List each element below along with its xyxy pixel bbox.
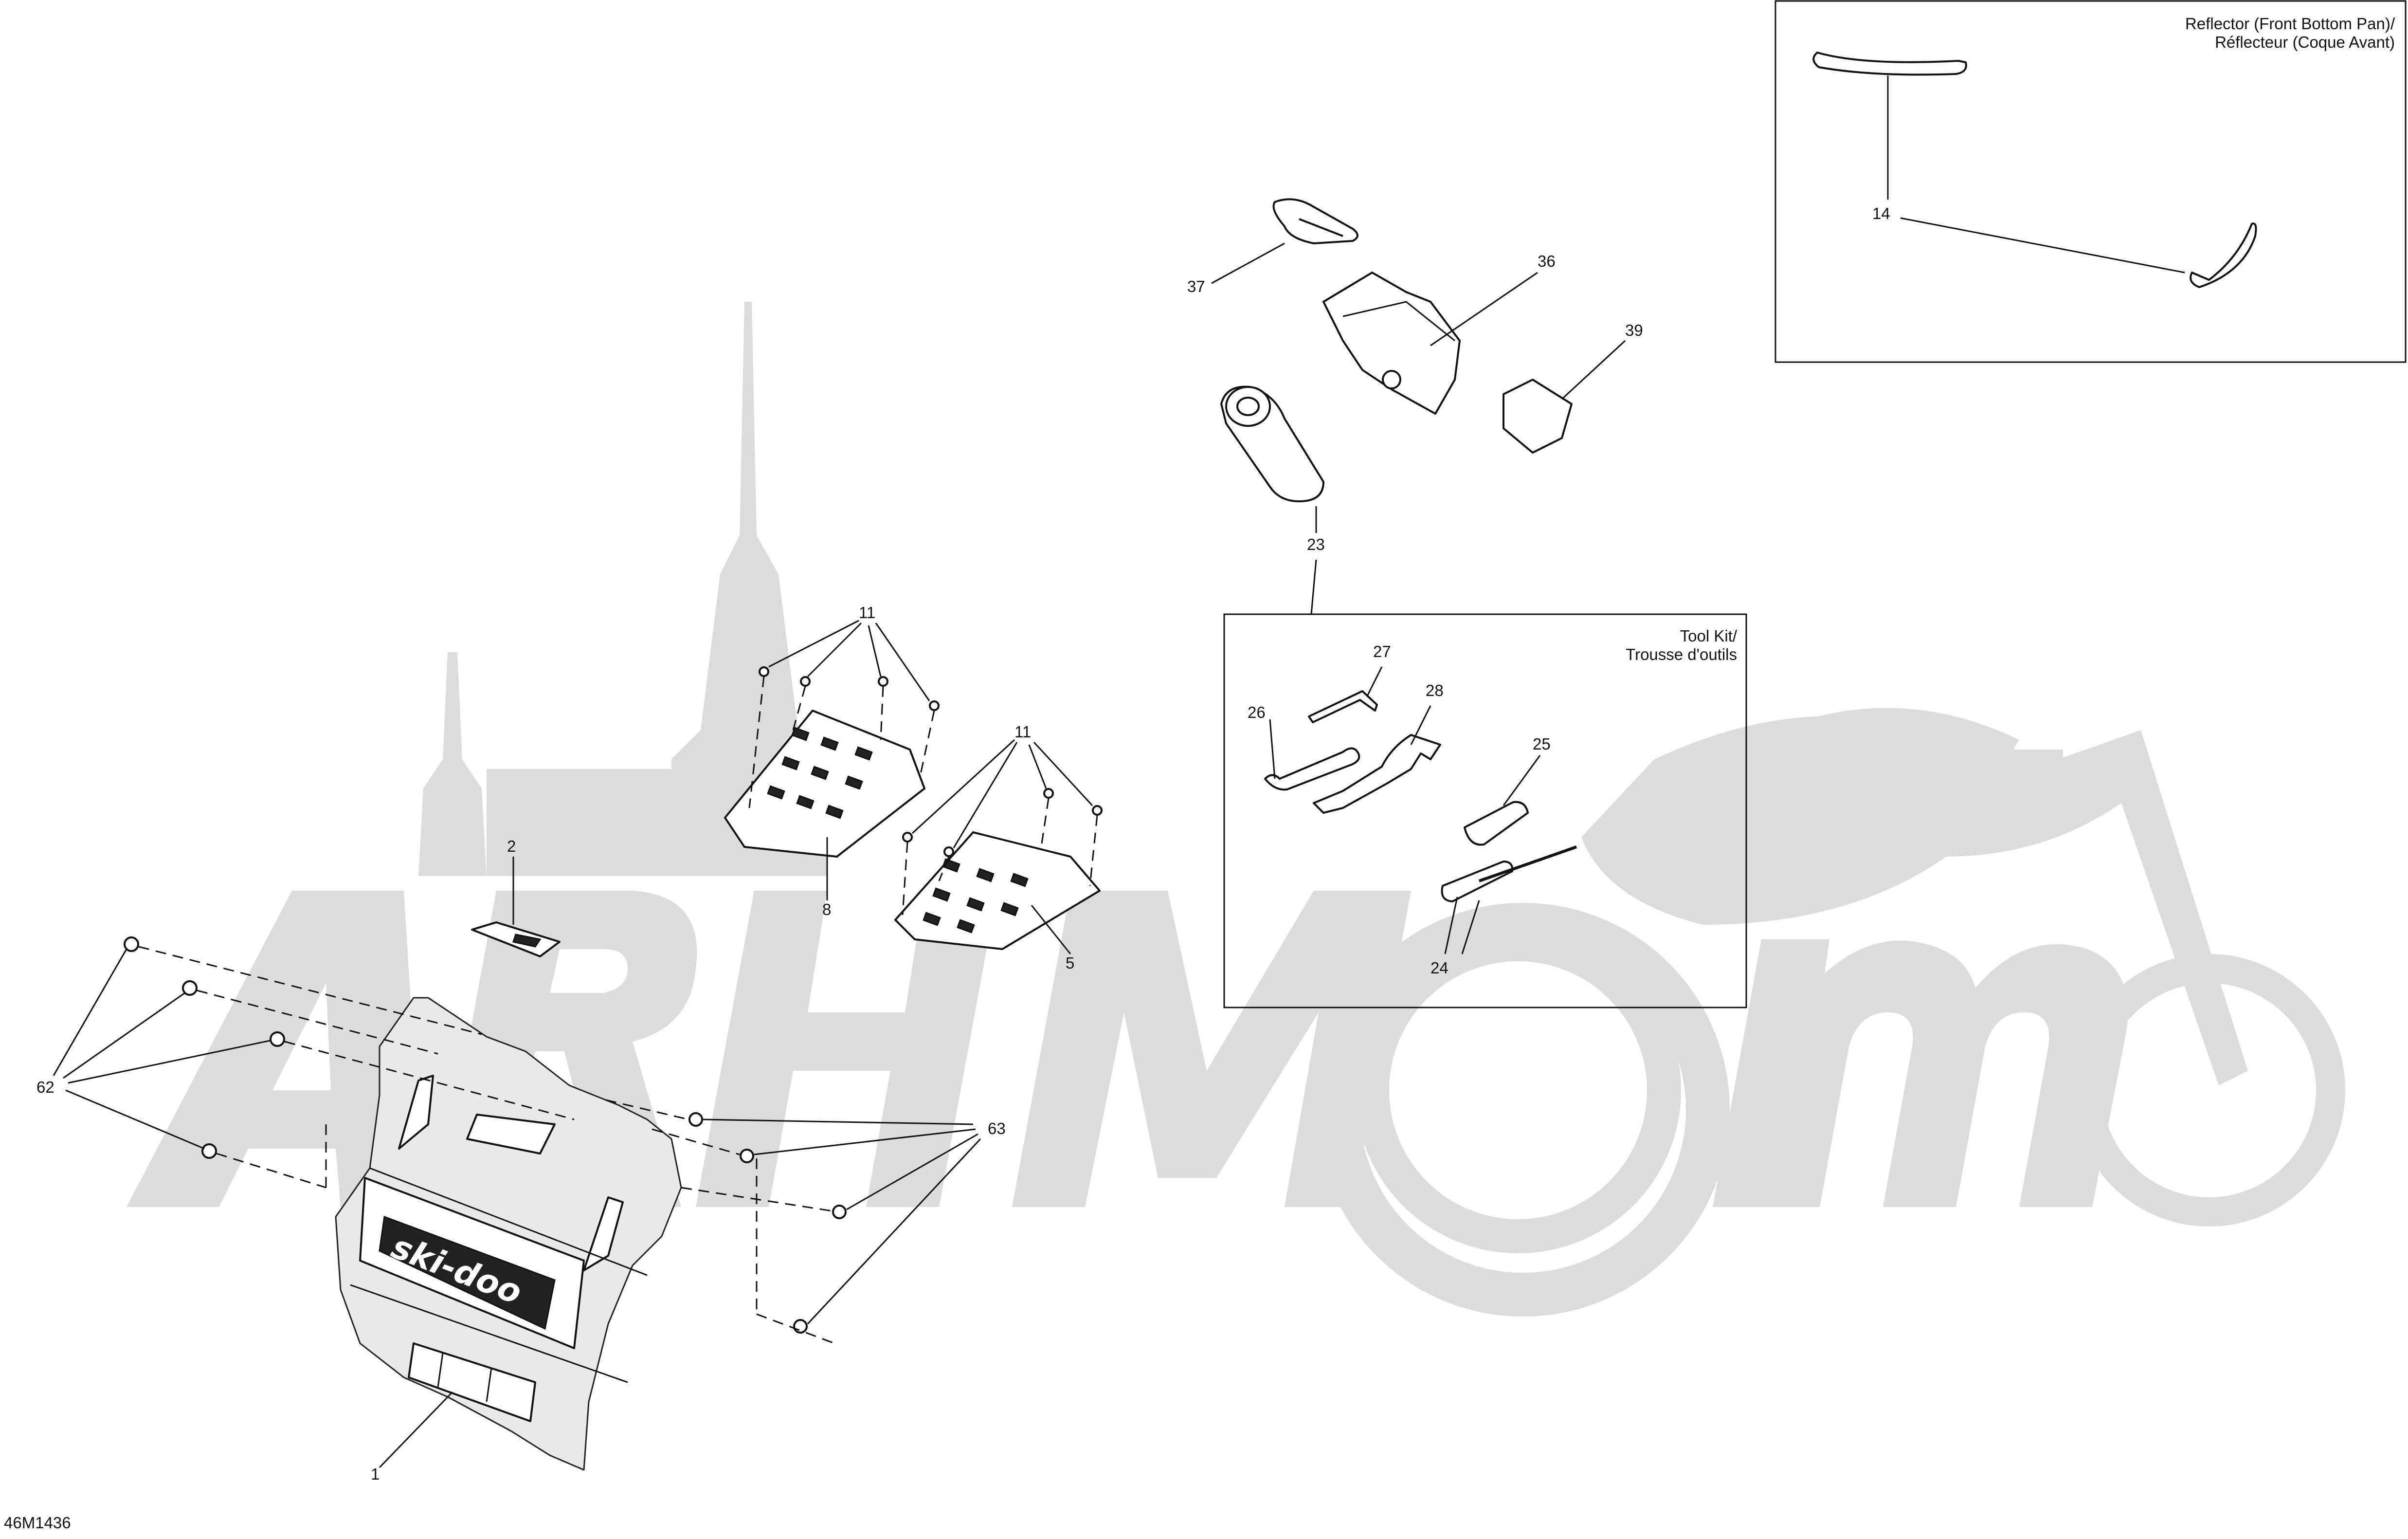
- step-plate-8: [724, 710, 925, 858]
- callout-36: 36: [1538, 252, 1556, 270]
- callout-5: 5: [1066, 954, 1074, 972]
- callout-26: 26: [1248, 703, 1266, 721]
- tool-kit-box-frame: [1223, 613, 1747, 1008]
- front-bottom-pan: 2 ski-doo 1: [335, 837, 682, 1483]
- reflector-strip-top: [1812, 52, 1967, 76]
- callout-24: 24: [1430, 959, 1448, 977]
- callout-14: 14: [1872, 204, 1890, 222]
- reflector-box-frame: [1774, 0, 2407, 363]
- label-sheet-39: [1503, 379, 1573, 454]
- fastener-62a: [124, 936, 139, 952]
- fastener-63b: [740, 1149, 754, 1163]
- reflector-strip-bottom: [2190, 222, 2257, 288]
- fastener-62c: [270, 1031, 285, 1047]
- step-plate-5: [894, 831, 1101, 950]
- callout-11-upper: 11: [859, 604, 875, 622]
- callout-63: 63: [988, 1119, 1006, 1137]
- watermark: [127, 302, 2345, 1317]
- screws-11-upper: 11: [748, 604, 940, 808]
- hex-key-27: [1308, 690, 1378, 723]
- reflector-title-line1: Reflector (Front Bottom Pan)/: [2185, 15, 2395, 33]
- callout-8: 8: [822, 900, 831, 918]
- callout-37: 37: [1187, 277, 1205, 295]
- tool-kit-inset: Tool Kit/ Trousse d'outils 27 26 28 25 2…: [1223, 613, 1747, 1008]
- reflector-inset: Reflector (Front Bottom Pan)/ Réflecteur…: [1774, 0, 2407, 363]
- fastener-63d: [793, 1319, 808, 1334]
- socket-25: [1464, 801, 1529, 846]
- callout-62: 62: [36, 1078, 54, 1096]
- screws-11-lower: 11: [902, 723, 1103, 916]
- callout-28: 28: [1426, 681, 1444, 699]
- callout-11-lower: 11: [1014, 723, 1031, 741]
- plate-5-slots: [923, 858, 1029, 934]
- fastener-63a: [688, 1112, 703, 1127]
- tool-kit-title-line1: Tool Kit/: [1680, 627, 1738, 645]
- screwdriver-handle-24: [1441, 861, 1514, 902]
- fasteners-62: 62: [36, 936, 575, 1189]
- callout-23: 23: [1307, 535, 1325, 553]
- callout-39: 39: [1625, 321, 1643, 339]
- wrench-26: [1264, 747, 1360, 791]
- callout-1: 1: [371, 1465, 380, 1483]
- callout-2: 2: [507, 837, 516, 855]
- fastener-62b: [182, 980, 198, 996]
- callout-25: 25: [1533, 735, 1551, 753]
- callout-27: 27: [1373, 642, 1391, 660]
- fastener-63c: [832, 1205, 847, 1219]
- fasteners-63: 63: [605, 1099, 1006, 1344]
- tool-holder-36: [1322, 272, 1461, 415]
- spanner-28: [1313, 734, 1441, 814]
- plate-8-slots: [767, 727, 873, 819]
- storage-parts: 37 36 39 23: [1187, 198, 1643, 615]
- reflector-title-line2: Réflecteur (Coque Avant): [2215, 33, 2395, 51]
- strap-37: [1272, 198, 1358, 244]
- fastener-62d: [201, 1143, 217, 1159]
- tool-kit-title-line2: Trousse d'outils: [1626, 645, 1737, 663]
- step-plates: 8 5 11: [724, 604, 1103, 972]
- diagram-code: 46M1436: [4, 1514, 71, 1532]
